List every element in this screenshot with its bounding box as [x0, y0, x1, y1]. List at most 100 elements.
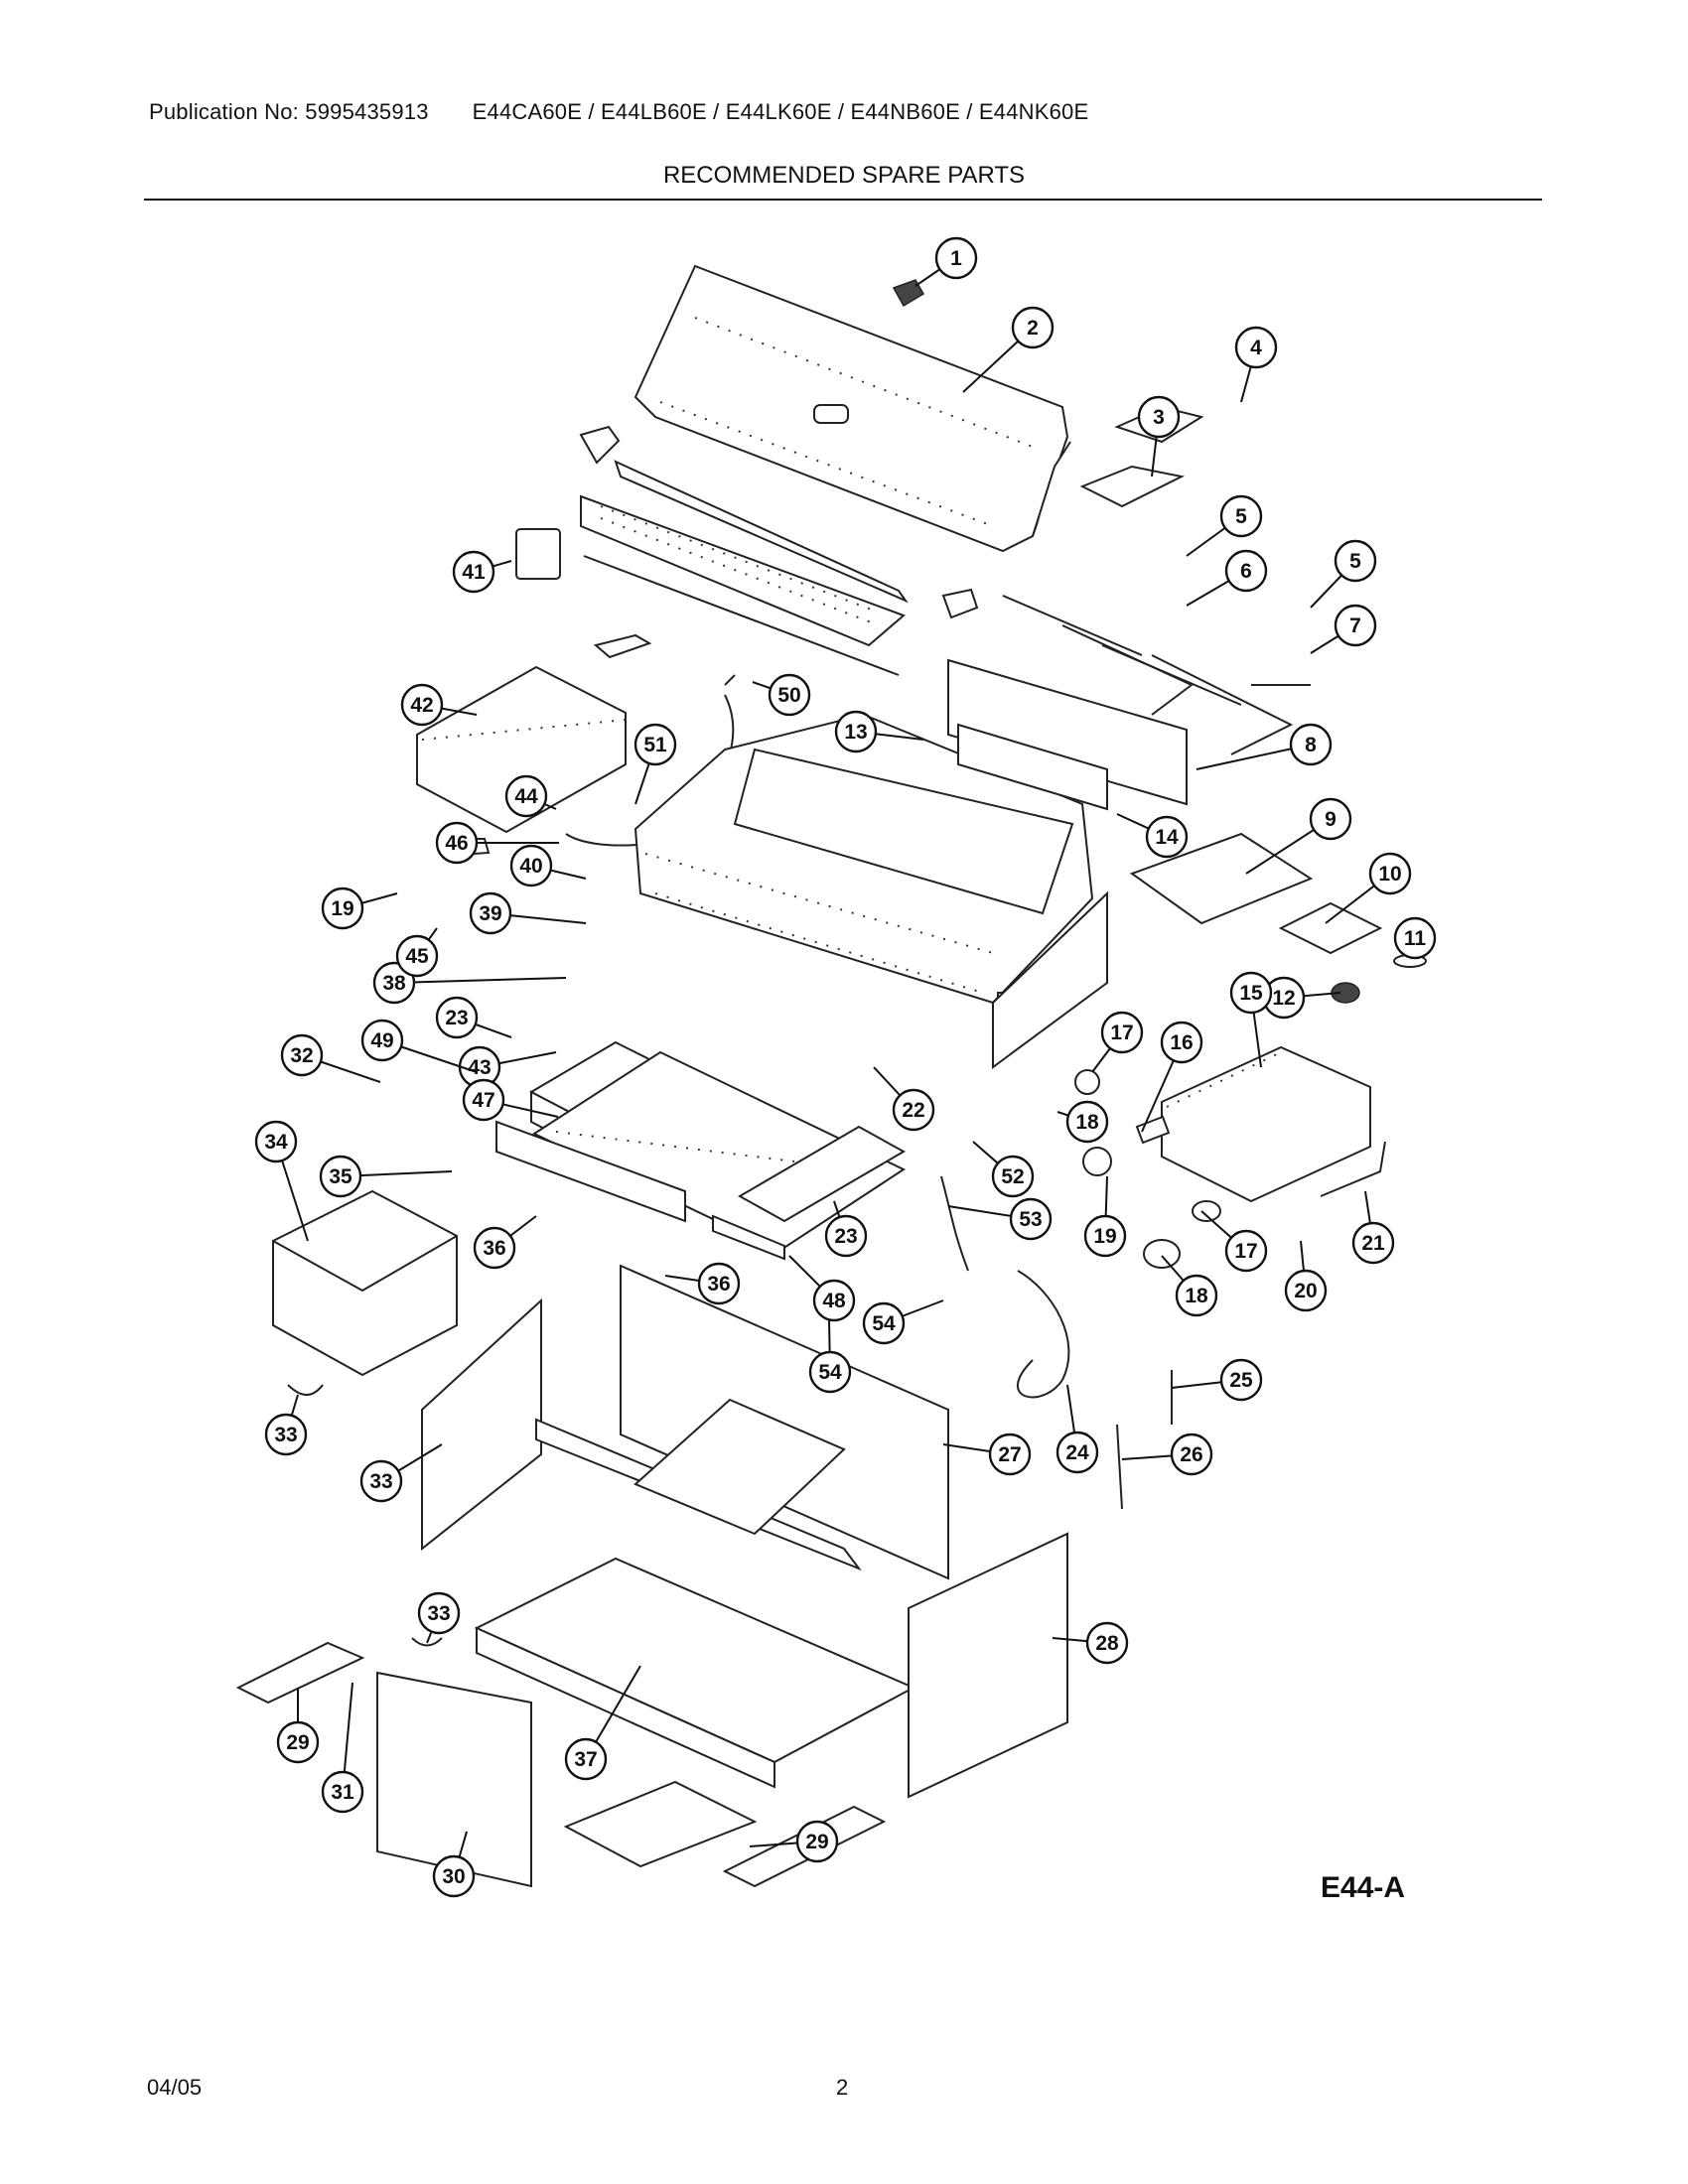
callout-number: 16	[1170, 1031, 1193, 1054]
callout-number: 17	[1234, 1240, 1257, 1263]
callout-9: 9	[1245, 797, 1352, 875]
front-rail	[495, 1120, 686, 1223]
callout-30: 30	[432, 1831, 476, 1898]
callout-39: 39	[469, 891, 587, 935]
callout-number: 46	[445, 832, 468, 855]
side-shelf-left	[416, 665, 627, 834]
small-grate	[1278, 901, 1383, 955]
callout-number: 29	[286, 1731, 309, 1754]
tank-tray	[563, 1780, 758, 1868]
callout-54: 54	[808, 1319, 852, 1394]
callout-circle	[1284, 1269, 1328, 1312]
bezel-lower	[1192, 1200, 1221, 1222]
figure-id: E44-A	[1321, 1871, 1406, 1904]
callout-number: 11	[1404, 927, 1427, 950]
callout-43: 43	[458, 1045, 557, 1089]
callout-circle	[435, 821, 479, 865]
callout-circle	[1055, 1431, 1099, 1474]
callout-23: 23	[824, 1200, 868, 1258]
callout-18: 18	[1161, 1255, 1218, 1317]
callout-3: 3	[1137, 395, 1181, 478]
drawer-handle-33a	[287, 1384, 324, 1396]
callout-number: 20	[1294, 1280, 1317, 1302]
callout-2: 2	[962, 306, 1055, 393]
callout-number: 3	[1153, 406, 1165, 429]
callout-circle	[1100, 1011, 1144, 1054]
callout-circle	[795, 1820, 839, 1863]
callout-circle	[372, 961, 416, 1005]
callout-34: 34	[254, 1120, 309, 1242]
callout-circle	[280, 1033, 324, 1077]
callout-number: 10	[1378, 863, 1401, 886]
callout-number: 18	[1075, 1111, 1099, 1134]
gas-tube-58	[940, 1175, 969, 1272]
callout-circle	[276, 1720, 320, 1764]
callout-33: 33	[264, 1394, 308, 1456]
callout-number: 22	[902, 1099, 924, 1122]
callout-number: 38	[382, 972, 406, 995]
callout-32: 32	[280, 1033, 381, 1083]
callout-circle	[254, 1120, 298, 1163]
rotisserie-motor	[593, 633, 652, 659]
callout-42: 42	[400, 683, 478, 727]
callout-number: 40	[519, 855, 542, 878]
callout-53: 53	[947, 1197, 1053, 1241]
publication-number: Publication No: 5995435913	[149, 99, 429, 124]
callout-circle	[360, 1019, 404, 1062]
callout-47: 47	[462, 1078, 559, 1122]
caster-plate-left	[235, 1641, 365, 1705]
callout-circle	[824, 1214, 868, 1258]
callout-number: 5	[1349, 550, 1361, 573]
callout-circle	[1170, 1433, 1213, 1476]
callout-54: 54	[862, 1299, 944, 1345]
callout-5: 5	[1186, 494, 1263, 557]
callout-number: 14	[1155, 826, 1179, 849]
callout-25: 25	[1171, 1358, 1263, 1402]
callout-circle	[1334, 539, 1377, 583]
right-handle-cap	[941, 588, 979, 619]
callout-29: 29	[749, 1820, 839, 1863]
callout-51: 51	[633, 723, 677, 805]
callout-number: 7	[1349, 614, 1361, 637]
callout-circle	[1085, 1621, 1129, 1665]
callout-number: 54	[872, 1312, 896, 1335]
callout-5: 5	[1310, 539, 1377, 609]
callout-number: 51	[643, 734, 667, 756]
callout-number: 53	[1019, 1208, 1042, 1231]
callout-26: 26	[1121, 1433, 1213, 1476]
callout-number: 24	[1065, 1441, 1089, 1464]
callout-number: 35	[329, 1165, 352, 1188]
callout-number: 44	[514, 785, 538, 808]
callout-20: 20	[1284, 1240, 1328, 1312]
callout-14: 14	[1116, 813, 1189, 859]
callout-number: 48	[822, 1290, 846, 1312]
callout-40: 40	[509, 844, 587, 887]
callout-circle	[1289, 723, 1333, 766]
firebox	[633, 713, 1108, 1069]
header-rule	[144, 199, 1542, 201]
callout-number: 9	[1325, 808, 1336, 831]
callout-circle	[359, 1459, 403, 1503]
callout-1: 1	[914, 236, 978, 287]
callout-number: 19	[331, 897, 353, 920]
callout-circle	[934, 236, 978, 280]
callout-12: 12	[1262, 976, 1341, 1020]
callout-number: 4	[1250, 337, 1262, 359]
callout-circle	[697, 1262, 741, 1305]
callout-circle	[504, 774, 548, 818]
callout-circle	[1229, 971, 1273, 1015]
callout-circle	[1083, 1214, 1127, 1258]
regulator-hose	[1017, 1270, 1070, 1399]
callout-number: 47	[472, 1089, 494, 1112]
callout-36: 36	[473, 1215, 537, 1270]
callout-41: 41	[452, 550, 512, 594]
door-panel	[376, 1671, 532, 1888]
rail-bracket	[712, 1214, 785, 1261]
callout-circle	[435, 996, 479, 1039]
callout-circle	[462, 1078, 505, 1122]
control-box	[515, 528, 561, 580]
callout-number: 21	[1361, 1232, 1385, 1255]
warming-rack	[580, 494, 906, 647]
callout-circle	[812, 1279, 856, 1322]
